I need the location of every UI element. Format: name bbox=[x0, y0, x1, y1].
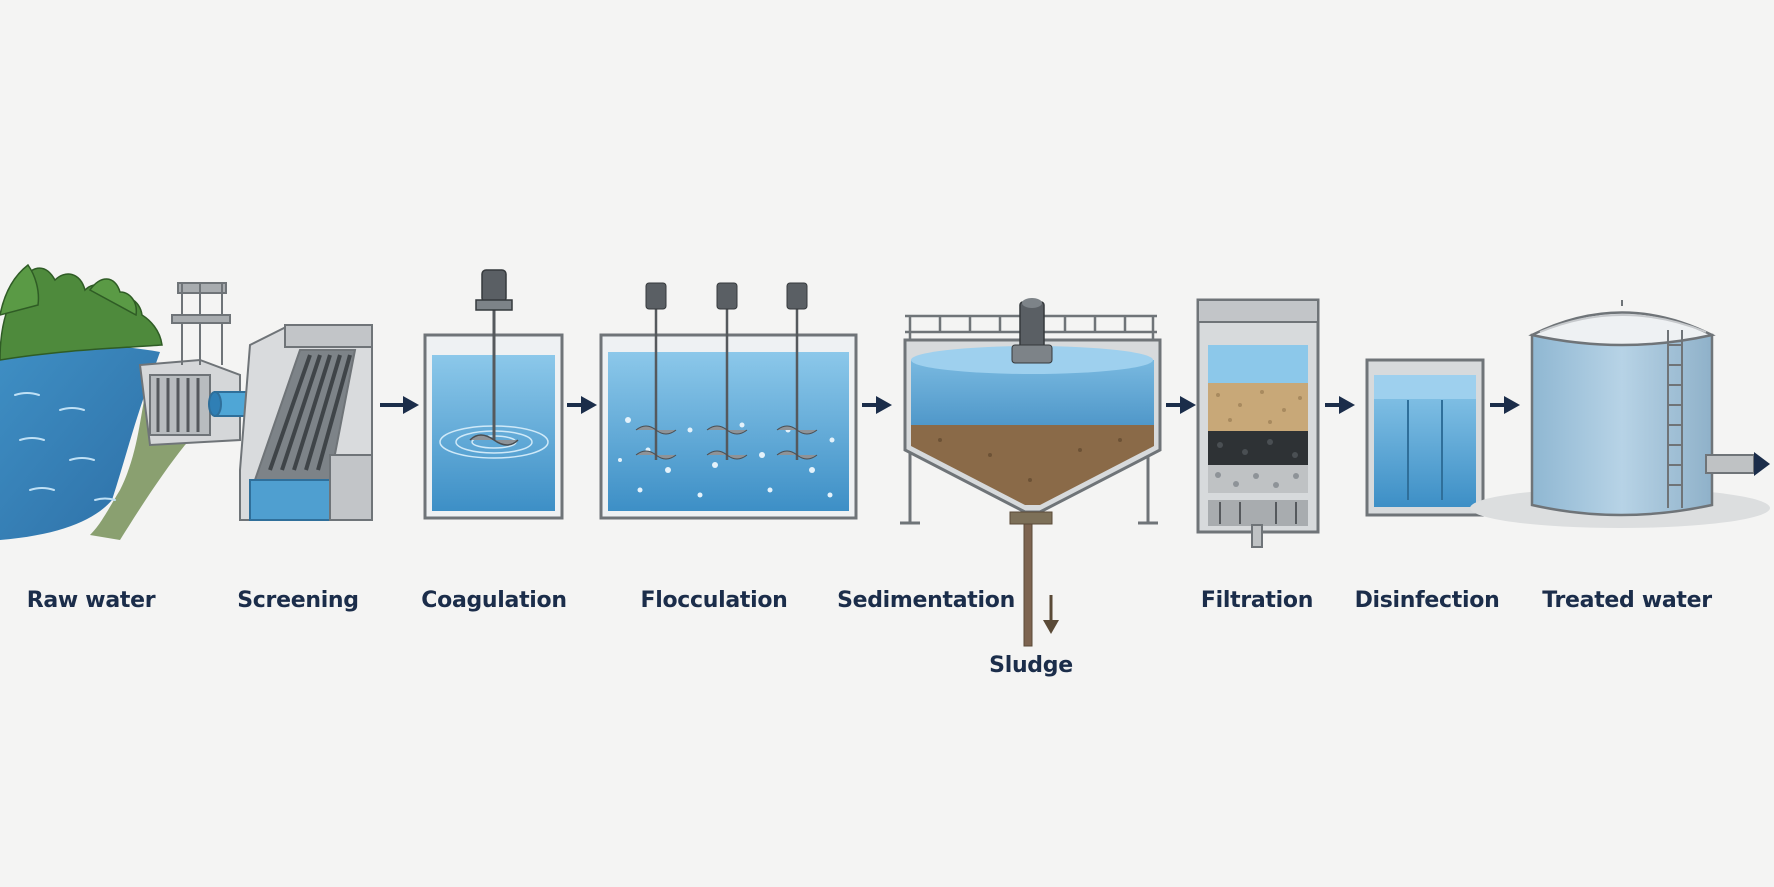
label-filtration: Filtration bbox=[1200, 588, 1314, 613]
flow-arrow-2 bbox=[567, 396, 597, 414]
label-treated-water: Treated water bbox=[1542, 588, 1712, 613]
coagulation-illustration bbox=[423, 269, 564, 520]
intake-structure bbox=[138, 282, 241, 447]
tank-ladder bbox=[1667, 330, 1683, 508]
flow-arrow-1 bbox=[380, 396, 419, 414]
outlet-arrowhead bbox=[1754, 452, 1770, 476]
treated-water-illustration bbox=[1470, 300, 1770, 528]
label-raw-water: Raw water bbox=[26, 588, 156, 613]
filtration-illustration bbox=[1196, 298, 1320, 548]
raw-water-illustration bbox=[0, 263, 271, 540]
flow-arrow-3 bbox=[862, 396, 892, 414]
label-sludge: Sludge bbox=[989, 653, 1073, 678]
flocculation-illustration bbox=[599, 282, 858, 520]
flow-arrow-4 bbox=[1166, 396, 1196, 414]
screening-illustration bbox=[239, 324, 373, 521]
sedimentation-illustration bbox=[900, 298, 1162, 647]
label-disinfection: Disinfection bbox=[1354, 588, 1500, 613]
flow-arrow-6 bbox=[1490, 396, 1520, 414]
disinfection-illustration bbox=[1365, 358, 1485, 517]
label-flocculation: Flocculation bbox=[640, 588, 788, 613]
river bbox=[0, 342, 160, 540]
flow-arrows bbox=[380, 396, 1520, 414]
flocculator-mixers bbox=[635, 282, 818, 460]
label-sedimentation: Sedimentation bbox=[837, 588, 1015, 613]
sludge-down-arrowhead bbox=[1043, 620, 1059, 634]
flow-arrow-5 bbox=[1325, 396, 1355, 414]
label-screening: Screening bbox=[237, 588, 359, 613]
river-ripples bbox=[14, 392, 116, 501]
label-coagulation: Coagulation bbox=[421, 588, 567, 613]
trees bbox=[0, 263, 163, 361]
